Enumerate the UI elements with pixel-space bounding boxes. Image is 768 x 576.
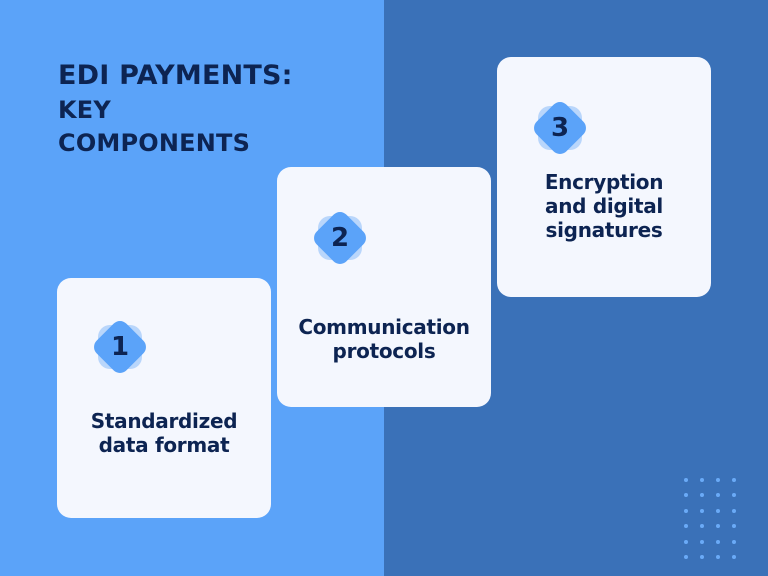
badge-number: 2: [330, 223, 350, 253]
dot-icon: [700, 554, 704, 559]
dot-icon: [700, 539, 704, 544]
page-title: EDI PAYMENTS: KEY COMPONENTS: [58, 58, 293, 160]
card-label-line: Encryption: [544, 170, 664, 194]
dot-icon: [684, 508, 688, 513]
dot-icon: [684, 493, 688, 498]
decorative-dot-grid: [682, 476, 738, 561]
card-label-line: Communication: [298, 315, 470, 339]
dot-icon: [732, 493, 736, 498]
dot-icon: [700, 493, 704, 498]
number-badge-3: 3: [529, 97, 591, 159]
dot-icon: [716, 508, 720, 513]
card-label-line: and digital: [545, 194, 663, 218]
dot-icon: [716, 493, 720, 498]
dot-icon: [684, 554, 688, 559]
dot-icon: [716, 524, 720, 529]
dot-icon: [700, 524, 704, 529]
dot-icon: [732, 539, 736, 544]
dot-icon: [684, 524, 688, 529]
card-label-line: data format: [98, 433, 230, 457]
card-label-line: signatures: [545, 218, 663, 242]
dot-icon: [716, 554, 720, 559]
dot-icon: [700, 508, 704, 513]
dot-icon: [700, 478, 704, 482]
card-label: Communication protocols: [277, 315, 491, 363]
dot-icon: [716, 539, 720, 544]
number-badge-2: 2: [309, 207, 371, 269]
title-line-3: COMPONENTS: [58, 129, 251, 157]
dot-icon: [732, 508, 736, 513]
dot-icon: [732, 554, 736, 559]
dot-icon: [732, 478, 736, 482]
component-card-2: 2 Communication protocols: [277, 167, 491, 407]
number-badge-1: 1: [89, 316, 151, 378]
dot-icon: [684, 478, 688, 482]
component-card-1: 1 Standardized data format: [57, 278, 271, 518]
component-card-3: 3 Encryption and digital signatures: [497, 57, 711, 297]
card-label: Standardized data format: [57, 409, 271, 457]
card-label-line: Standardized: [90, 409, 238, 433]
dot-icon: [716, 478, 720, 482]
title-line-1: EDI PAYMENTS:: [58, 60, 293, 91]
badge-number: 1: [110, 332, 130, 362]
title-line-2: KEY: [58, 96, 111, 124]
badge-number: 3: [550, 113, 570, 143]
dot-icon: [732, 524, 736, 529]
dot-icon: [684, 539, 688, 544]
card-label-line: protocols: [332, 339, 436, 363]
card-label: Encryption and digital signatures: [497, 170, 711, 242]
